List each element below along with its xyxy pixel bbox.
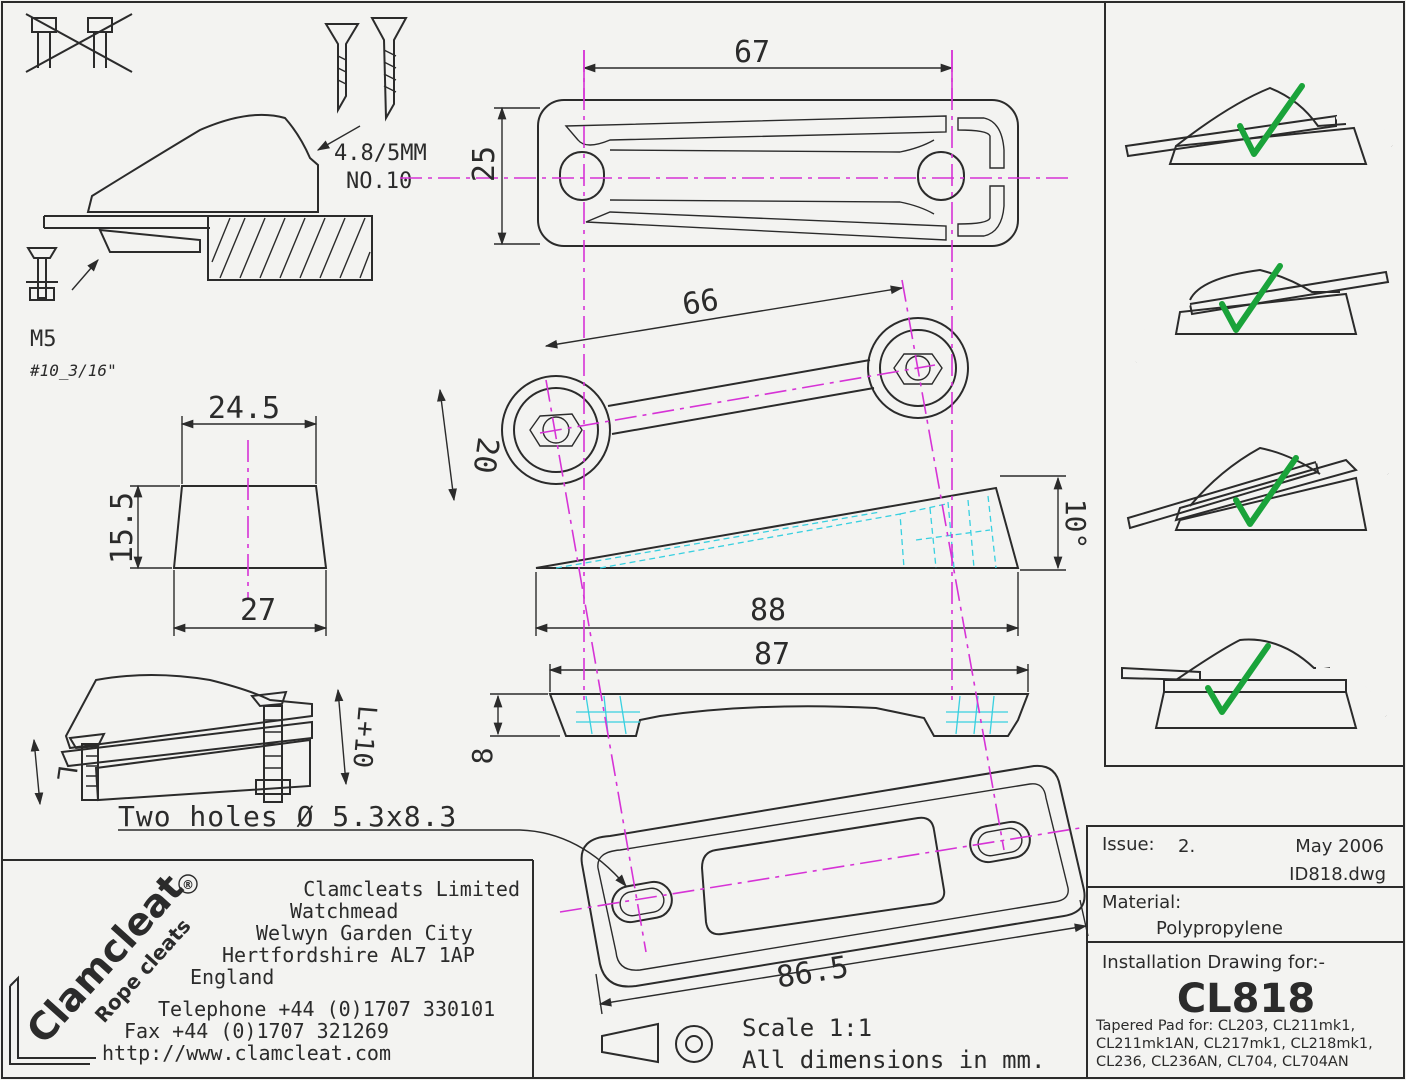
telephone: Telephone +44 (0)1707 330101 [158, 997, 495, 1021]
issue-date: May 2006 [1295, 836, 1384, 857]
address-line-3: Welwyn Garden City [256, 921, 473, 945]
usage-example-3 [1126, 446, 1390, 531]
description-line-2: CL211mk1AN, CL217mk1, CL218mk1, [1096, 1036, 1373, 1052]
installation-label: Installation Drawing for:- [1102, 952, 1325, 973]
description-line-3: CL236, CL236AN, CL704, CL704AN [1096, 1054, 1349, 1070]
bolt-imperial-label: #10_3/16" [29, 361, 117, 380]
assembly-section-view [60, 674, 313, 803]
dim-27: 27 [240, 593, 276, 628]
dim-86-5: 86.5 [774, 950, 851, 996]
dim-15-5: 15.5 [105, 492, 140, 564]
usage-panel [1104, 1, 1405, 767]
dim-L: L [50, 763, 82, 783]
units-text: All dimensions in mm. [742, 1046, 1045, 1074]
scale-text: Scale 1:1 [742, 1014, 872, 1042]
bolt-size-label: M5 [30, 327, 57, 352]
address-line-5: England [190, 965, 274, 989]
screw-size-label: 4.8/5MM [334, 141, 427, 166]
dim-67: 67 [734, 35, 770, 70]
wedge-view [535, 486, 1020, 569]
material-value: Polypropylene [1156, 918, 1283, 939]
website-link[interactable]: http://www.clamcleat.com [102, 1041, 391, 1065]
issue-label: Issue: [1102, 834, 1155, 855]
dim-L-plus-10: L+10 [346, 704, 381, 769]
part-number: CL818 [1177, 976, 1315, 1022]
address-line-1: Clamcleats Limited [303, 877, 520, 901]
registered-mark: ® [182, 878, 194, 892]
material-label: Material: [1102, 892, 1181, 913]
drawing-file: ID818.dwg [1289, 864, 1386, 885]
link-plate-view [501, 317, 969, 485]
dim-25: 25 [467, 146, 502, 182]
dim-line-20 [437, 388, 457, 502]
cleat-side-view [26, 113, 373, 301]
address-line-4: Hertfordshire AL7 1AP [222, 943, 475, 967]
dim-10-deg: 10° [1059, 499, 1092, 550]
wood-screw-icon [324, 17, 408, 122]
screw-gauge-label: NO.10 [346, 169, 412, 194]
no-machine-screw-icon [25, 13, 133, 73]
dim-line-66 [544, 285, 904, 349]
dim-87: 87 [754, 637, 790, 672]
projection-lines [545, 50, 1005, 953]
dim-88: 88 [750, 593, 786, 628]
bolt-icon [26, 247, 58, 301]
dim-line-L [30, 738, 44, 806]
holes-note: Two holes Ø 5.3x8.3 [118, 800, 457, 833]
top-view [400, 99, 1070, 247]
projection-symbol [601, 1022, 713, 1064]
dim-20: 20 [466, 435, 506, 476]
usage-example-4 [1121, 638, 1388, 729]
pad-profile-view [548, 693, 1030, 737]
dim-line-86-5 [598, 923, 1088, 1007]
issue-value: 2. [1178, 836, 1195, 857]
usage-example-2 [1134, 263, 1390, 363]
dim-8: 8 [466, 748, 499, 765]
description-line-1: Tapered Pad for: CL203, CL211mk1, [1095, 1018, 1355, 1034]
block-view [172, 440, 328, 600]
dim-24-5: 24.5 [208, 391, 280, 426]
dim-66: 66 [680, 283, 721, 323]
address-line-2: Watchmead [290, 899, 398, 923]
dim-line-L-plus-10 [334, 688, 350, 786]
base-plate-view [559, 764, 1086, 988]
fax: Fax +44 (0)1707 321269 [124, 1019, 389, 1043]
usage-example-1 [1124, 83, 1394, 165]
